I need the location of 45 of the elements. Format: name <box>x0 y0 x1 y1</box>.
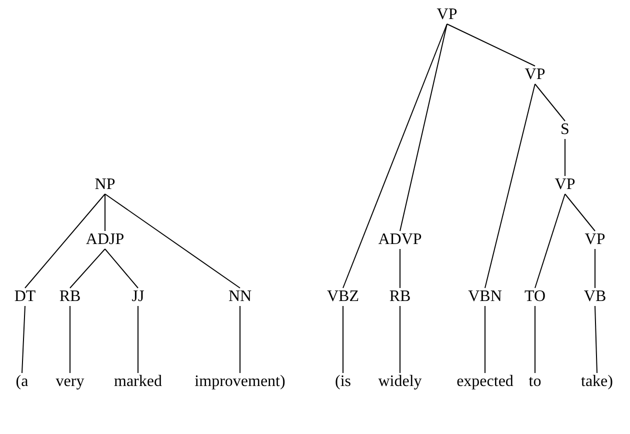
tree-branch <box>22 306 26 374</box>
word-token: expected <box>454 372 516 392</box>
phrase-label: ADVP <box>376 230 424 250</box>
tree-branch <box>534 84 566 122</box>
tag-label: TO <box>522 287 548 307</box>
tree-branch <box>484 306 486 374</box>
tree-branch <box>400 24 448 232</box>
tag-label: JJ <box>130 287 146 307</box>
phrase-label: VP <box>522 65 548 85</box>
word-token: very <box>54 372 86 392</box>
word-token: marked <box>112 372 164 392</box>
word-token: improvement) <box>192 372 288 392</box>
word-token: widely <box>376 372 424 392</box>
phrase-label: ADJP <box>84 230 126 250</box>
tree-branch <box>564 194 596 232</box>
tree-branch <box>104 194 240 288</box>
tree-branch <box>446 24 536 66</box>
tree-branch <box>24 194 106 288</box>
phrase-label: VP <box>434 5 460 25</box>
tree-branch <box>70 248 106 288</box>
word-token: to <box>526 372 544 392</box>
tag-label: VBN <box>466 287 504 307</box>
phrase-label: VP <box>582 230 608 250</box>
tag-label: NN <box>226 287 254 307</box>
phrase-label: NP <box>92 175 118 195</box>
phrase-label: VP <box>552 175 578 195</box>
word-token: take) <box>579 372 615 392</box>
tree-branch <box>594 306 598 374</box>
tree-branch <box>104 248 138 288</box>
tree-branch <box>342 306 344 374</box>
tag-label: VB <box>582 287 608 307</box>
tree-branch <box>342 24 448 288</box>
tree-branch <box>484 84 536 288</box>
tag-label: RB <box>387 287 413 307</box>
tree-branch <box>594 248 596 288</box>
tag-label: VBZ <box>325 287 361 307</box>
word-token: (a <box>14 372 30 392</box>
tree-branch <box>534 194 566 288</box>
tag-label: DT <box>12 287 38 307</box>
tree-branch <box>534 306 536 374</box>
tree-branch <box>564 138 566 176</box>
phrase-label: S <box>558 120 572 140</box>
tree-branch <box>104 194 106 232</box>
word-token: (is <box>333 372 353 392</box>
tag-label: RB <box>57 287 83 307</box>
